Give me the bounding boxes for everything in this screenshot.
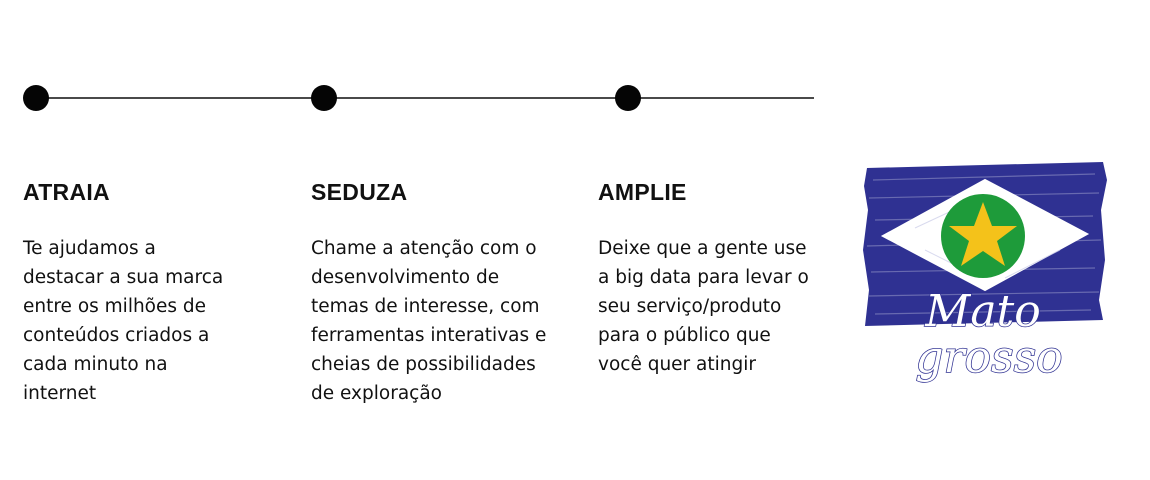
timeline-line [36,97,814,99]
step-description: Chame a atenção com o desenvolvimento de… [311,238,547,404]
step-description: Te ajudamos a destacar a sua marca entre… [23,238,224,404]
timeline-dot-3 [615,85,641,111]
step-title: AMPLIE [598,179,687,205]
step-atraia: ATRAIA Te ajudamos a destacar a sua marc… [23,178,288,408]
step-seduza: SEDUZA Chame a atenção com o desenvolvim… [311,178,576,408]
step-description: Deixe que a gente use a big data para le… [598,238,809,375]
flag-label-line2: grosso [915,332,1062,383]
step-amplie: AMPLIE Deixe que a gente use a big data … [598,178,863,379]
timeline-dot-2 [311,85,337,111]
step-title: SEDUZA [311,179,408,205]
mato-grosso-flag: Mato grosso [855,150,1115,390]
flag-illustration: Mato grosso [863,162,1107,384]
flag-yellow-star [949,202,1017,266]
flag-label-line1: Mato [924,286,1040,337]
timeline-dot-1 [23,85,49,111]
step-title: ATRAIA [23,179,110,205]
